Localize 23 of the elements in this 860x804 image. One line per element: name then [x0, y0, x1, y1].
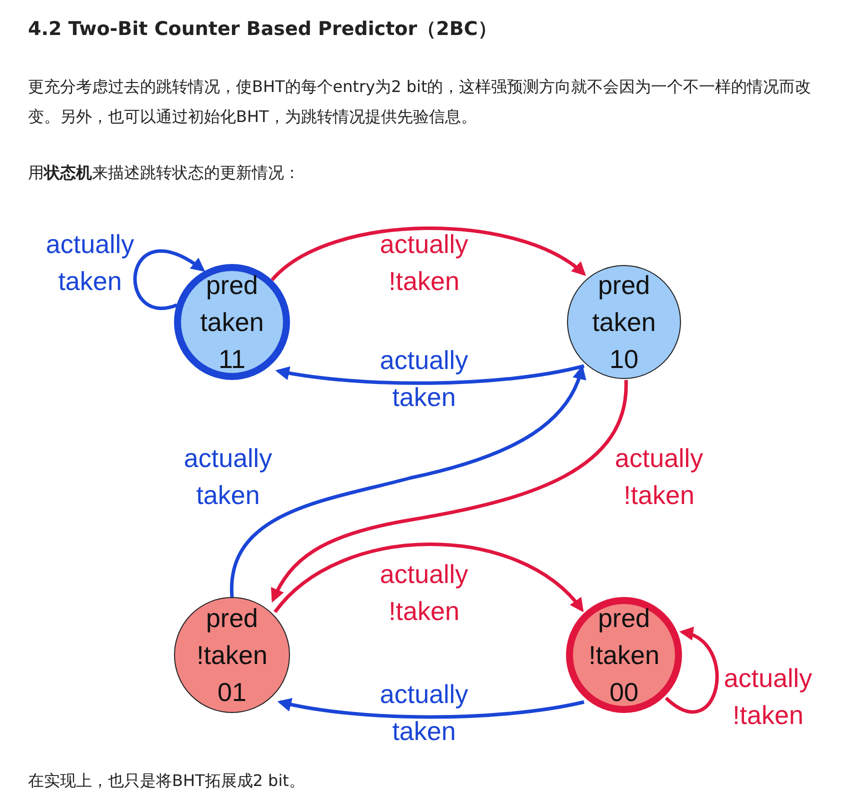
transition-arrow	[133, 250, 206, 310]
state-label: pred !taken 01	[196, 602, 268, 708]
edge-label: actually !taken	[378, 558, 470, 628]
edge-label: actually taken	[378, 344, 470, 414]
section-heading: 4.2 Two-Bit Counter Based Predictor（2BC）	[28, 17, 497, 42]
edge-label: actually taken	[378, 678, 470, 748]
transition-arrow	[274, 542, 584, 614]
transition-arrow	[270, 226, 586, 282]
edge-label: actually !taken	[722, 662, 814, 732]
edge-label: actually taken	[44, 228, 136, 298]
transition-arrow	[230, 365, 586, 598]
paragraph: 在实现上，也只是将BHT拓展成2 bit。	[28, 770, 306, 792]
state-label: pred taken 10	[591, 268, 657, 376]
state-label: pred !taken 00	[588, 602, 660, 708]
transition-arrow	[664, 628, 719, 714]
transition-arrow	[277, 698, 584, 719]
edge-label: actually !taken	[378, 228, 470, 298]
edge-label: actually !taken	[614, 442, 704, 512]
edge-label: actually taken	[182, 442, 274, 512]
state-label: pred taken 11	[199, 268, 265, 376]
paragraph: 用状态机来描述跳转状态的更新情况：	[28, 162, 301, 184]
paragraph: 更充分考虑过去的跳转情况，使BHT的每个entry为2 bit的，这样强预测方向就不会因为一个不一样的情况而改变。另外，也可以通过初始化BHT，为跳转情况提供先验信息。	[28, 76, 812, 128]
transition-arrow	[275, 364, 584, 385]
